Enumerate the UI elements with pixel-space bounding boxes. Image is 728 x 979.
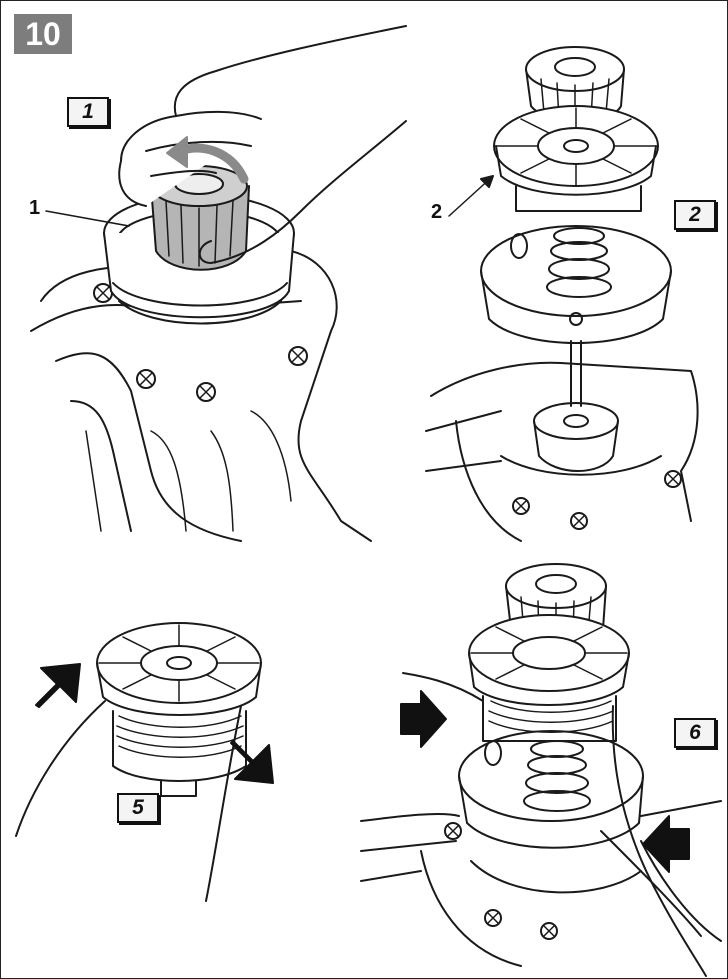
push-arrow-icon (35, 663, 81, 708)
trimmer-line (205, 705, 242, 902)
screw-icon (484, 909, 502, 927)
screw-icon (444, 822, 462, 840)
screw-icon (512, 497, 530, 515)
push-arrow-icon (400, 690, 447, 748)
panel-step-1-illustration (30, 25, 407, 542)
push-arrow-icon (642, 815, 690, 873)
figure-number-badge: 10 (14, 14, 72, 54)
trimmer-line (611, 705, 707, 977)
screw-icon (93, 283, 113, 303)
screw-icon (570, 512, 588, 530)
push-arrow-icon (230, 740, 274, 784)
screw-icon (196, 382, 216, 402)
screw-icon (288, 346, 308, 366)
spring (523, 740, 591, 812)
trimmer-line-windings (116, 715, 244, 758)
step-badge-1: 1 (67, 97, 109, 127)
step-badge-2: 2 (674, 200, 716, 230)
callout-label-2: 2 (431, 201, 443, 223)
screw-icon (136, 369, 156, 389)
panel-step-6-illustration (360, 563, 722, 977)
callout-leader-line (45, 210, 130, 227)
trimmer-line (600, 830, 702, 937)
spring (546, 227, 612, 298)
trimmer-line (402, 672, 484, 702)
screw-icon (664, 470, 682, 488)
hand-illustration (118, 25, 407, 264)
step-badge-5: 5 (117, 793, 159, 823)
panel-step-2-illustration (425, 46, 699, 542)
step-badge-6: 6 (674, 718, 716, 748)
panel-step-5-illustration (15, 622, 274, 902)
callout-label-1: 1 (29, 197, 41, 219)
screw-icon (540, 922, 558, 940)
trimmer-line (15, 700, 106, 837)
rotation-arrow-icon (166, 136, 249, 184)
